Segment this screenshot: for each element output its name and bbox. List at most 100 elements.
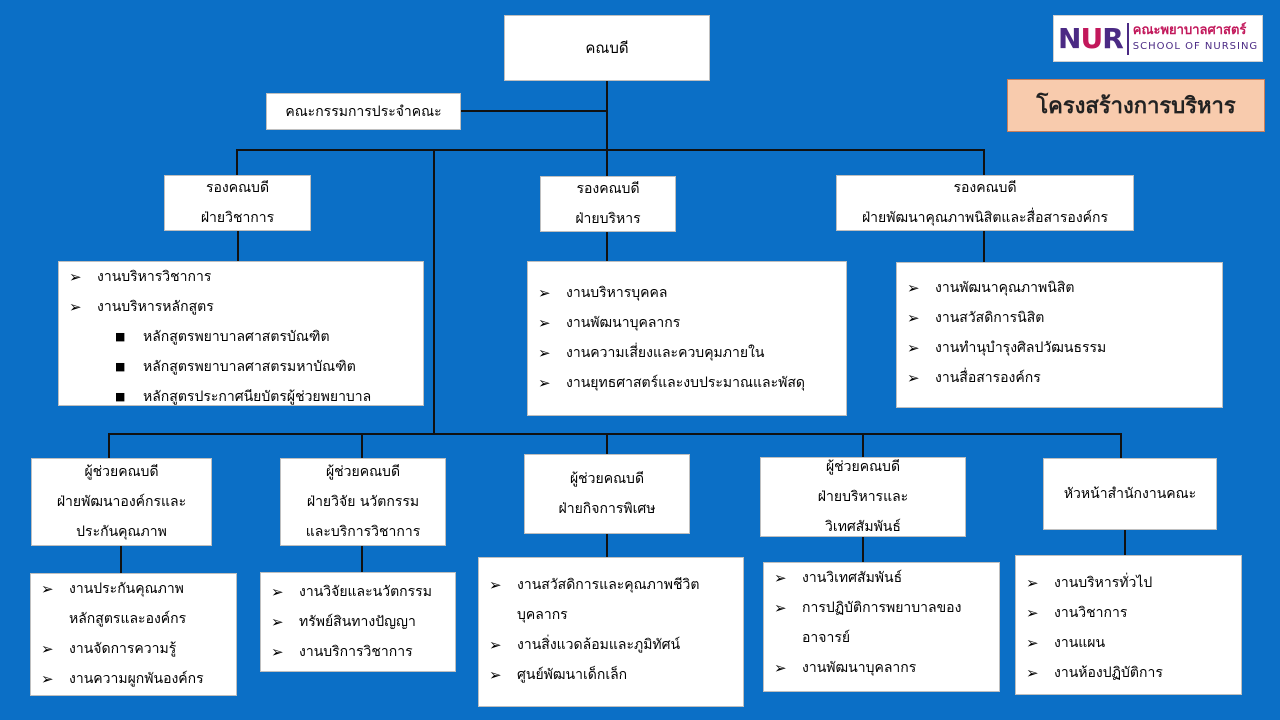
asst-special-tasks: ➢งานสวัสดิการและคุณภาพชีวิตบุคลากร ➢งานส… [478,557,744,707]
arrow-icon: ➢ [489,576,502,594]
connector [606,433,608,455]
vp-quality-tasks: ➢งานพัฒนาคุณภาพนิสิต ➢งานสวัสดิการนิสิต … [896,262,1223,408]
arrow-icon: ➢ [489,666,502,684]
square-bullet-icon: ■ [115,330,126,343]
list-item: ➢งานสวัสดิการและคุณภาพชีวิตบุคลากร [489,570,735,630]
vp-admin-box: รองคณบดี ฝ่ายบริหาร [540,176,676,232]
arrow-icon: ➢ [271,643,284,661]
sub-item: ■หลักสูตรประกาศนียบัตรผู้ช่วยพยาบาล [69,382,415,412]
arrow-icon: ➢ [538,344,551,362]
list-item: ➢งานบริการวิชาการ [271,637,447,667]
asst-special-line2: ฝ่ายกิจการพิเศษ [558,501,656,517]
list-item: ➢งานทำนุบำรุงศิลปวัฒนธรรม [907,333,1214,363]
connector [606,80,608,150]
list-item: ➢งานจัดการความรู้ [41,634,228,664]
arrow-icon: ➢ [907,339,920,357]
connector [862,433,864,458]
connector [236,149,238,176]
connector [361,545,363,573]
list-item: ➢งานวิจัยและนวัตกรรม [271,577,447,607]
list-item: ➢งานบริหารวิชาการ [69,262,415,292]
list-item: ➢งานสิ่งแวดล้อมและภูมิทัศน์ [489,630,735,660]
asst-foreign-line1: ผู้ช่วยคณบดี [825,459,901,475]
asst-research-line1: ผู้ช่วยคณบดี [325,464,401,480]
asst-foreign-tasks: ➢งานวิเทศสัมพันธ์ ➢การปฏิบัติการพยาบาลขอ… [763,562,1000,692]
list-item: ➢งานประกันคุณภาพหลักสูตรและองค์กร [41,574,228,634]
vp-quality-line1: รองคณบดี [953,180,1017,196]
arrow-icon: ➢ [538,284,551,302]
office-head-box: หัวหน้าสำนักงานคณะ [1043,458,1217,530]
logo-divider [1126,22,1129,55]
vp-academic-line2: ฝ่ายวิชาการ [200,210,275,226]
asst-org-line2: ฝ่ายพัฒนาองค์กรและ [56,494,187,510]
vp-admin-line2: ฝ่ายบริหาร [575,211,641,227]
connector [108,433,1122,435]
list-item: ➢งานความผูกพันองค์กร [41,664,228,694]
arrow-icon: ➢ [774,569,787,587]
dean-label: คณบดี [585,39,629,57]
list-item: ➢งานยุทธศาสตร์และงบประมาณและพัสดุ [538,368,838,398]
connector [1124,529,1126,556]
arrow-icon: ➢ [774,659,787,677]
list-item: ➢งานบริหารทั่วไป [1026,568,1233,598]
connector [120,545,122,574]
arrow-icon: ➢ [41,640,54,658]
vp-quality-box: รองคณบดี ฝ่ายพัฒนาคุณภาพนิสิตและสื่อสารอ… [836,175,1134,231]
arrow-icon: ➢ [907,309,920,327]
list-item: ➢งานพัฒนาบุคลากร [538,308,838,338]
connector [606,533,608,558]
connector [237,230,239,262]
list-item: ➢งานบริหารหลักสูตร [69,292,415,322]
list-item: ➢งานพัฒนาบุคลากร [774,653,991,683]
arrow-icon: ➢ [489,636,502,654]
list-item: ➢งานห้องปฏิบัติการ [1026,658,1233,688]
arrow-icon: ➢ [41,670,54,688]
connector [1120,433,1122,459]
asst-research-tasks: ➢งานวิจัยและนวัตกรรม ➢ทรัพย์สินทางปัญญา … [260,572,456,672]
school-logo: NUR คณะพยาบาลศาสตร์ SCHOOL OF NURSING [1053,15,1263,62]
logo-english-name: SCHOOL OF NURSING [1132,40,1259,52]
committee-box: คณะกรรมการประจำคณะ [266,93,461,130]
list-item: ➢การปฏิบัติการพยาบาลของอาจารย์ [774,593,991,653]
list-item: ➢งานบริหารบุคคล [538,278,838,308]
list-item: ➢งานแผน [1026,628,1233,658]
asst-org-line1: ผู้ช่วยคณบดี [84,464,159,480]
arrow-icon: ➢ [907,369,920,387]
arrow-icon: ➢ [774,599,787,617]
vp-academic-box: รองคณบดี ฝ่ายวิชาการ [164,175,311,231]
asst-research-line2: ฝ่ายวิจัย นวัตกรรม [306,494,420,510]
list-item: ➢งานวิเทศสัมพันธ์ [774,563,991,593]
asst-research-box: ผู้ช่วยคณบดี ฝ่ายวิจัย นวัตกรรม และบริกา… [280,458,446,546]
connector [983,230,985,263]
square-bullet-icon: ■ [115,390,126,403]
arrow-icon: ➢ [538,314,551,332]
square-bullet-icon: ■ [115,360,126,373]
connector [606,230,608,262]
connector [460,110,607,112]
sub-item: ■หลักสูตรพยาบาลศาสตรบัณฑิต [69,322,415,352]
logo-thai-name: คณะพยาบาลศาสตร์ [1132,22,1247,38]
arrow-icon: ➢ [1026,574,1039,592]
asst-special-box: ผู้ช่วยคณบดี ฝ่ายกิจการพิเศษ [524,454,690,534]
arrow-icon: ➢ [1026,604,1039,622]
arrow-icon: ➢ [69,268,82,286]
connector [606,149,608,177]
asst-special-line1: ผู้ช่วยคณบดี [569,471,645,487]
arrow-icon: ➢ [1026,664,1039,682]
asst-foreign-box: ผู้ช่วยคณบดี ฝ่ายบริหารและ วิเทศสัมพันธ์ [760,457,966,537]
list-item: ➢งานพัฒนาคุณภาพนิสิต [907,273,1214,303]
arrow-icon: ➢ [271,613,284,631]
sub-item: ■หลักสูตรพยาบาลศาสตรมหาบัณฑิต [69,352,415,382]
asst-foreign-line2: ฝ่ายบริหารและ [817,489,909,505]
vp-admin-tasks: ➢งานบริหารบุคคล ➢งานพัฒนาบุคลากร ➢งานควา… [527,261,847,416]
vp-quality-line2: ฝ่ายพัฒนาคุณภาพนิสิตและสื่อสารองค์กร [861,210,1109,226]
asst-org-tasks: ➢งานประกันคุณภาพหลักสูตรและองค์กร ➢งานจั… [30,573,237,696]
connector [361,433,363,459]
logo-mark: NUR [1058,22,1124,55]
vp-admin-line1: รองคณบดี [576,181,640,197]
list-item: ➢ศูนย์พัฒนาเด็กเล็ก [489,660,735,690]
list-item: ➢ทรัพย์สินทางปัญญา [271,607,447,637]
vp-academic-tasks: ➢งานบริหารวิชาการ ➢งานบริหารหลักสูตร ■หล… [58,261,424,406]
list-item: ➢งานวิชาการ [1026,598,1233,628]
office-head-label: หัวหน้าสำนักงานคณะ [1063,486,1197,502]
